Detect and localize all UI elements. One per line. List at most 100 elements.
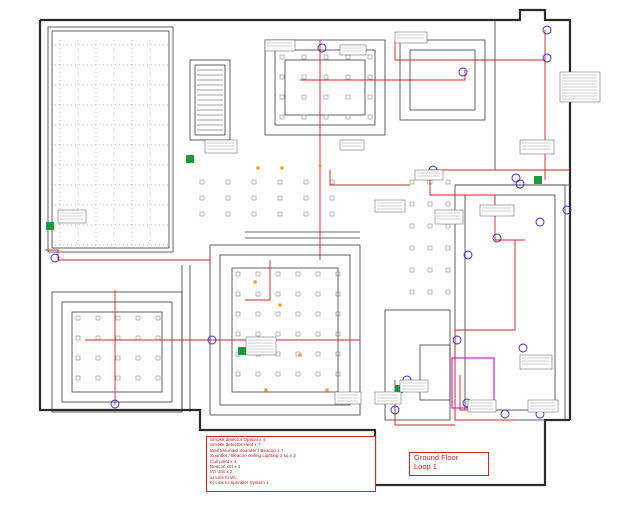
ceiling-fixture (301, 54, 307, 60)
ceiling-fixture (367, 74, 373, 80)
wiring-point-icon (452, 335, 462, 345)
annotation-tag (519, 139, 555, 155)
ceiling-fixture (135, 335, 141, 341)
device-legend: Smoke detector Optical x 4 Smoke detecto… (206, 436, 376, 492)
annotation-tag (479, 204, 515, 217)
ceiling-fixture (329, 195, 335, 201)
ceiling-fixture (295, 311, 301, 317)
ceiling-fixture (115, 335, 121, 341)
ceiling-fixture (135, 375, 141, 381)
ceiling-fixture (235, 311, 241, 317)
ceiling-fixture (427, 245, 433, 251)
ceiling-fixture (235, 291, 241, 297)
heat-detector-icon (256, 166, 260, 170)
control-panel-icon (395, 385, 403, 393)
ceiling-fixture (315, 351, 321, 357)
ceiling-fixture (95, 335, 101, 341)
ceiling-fixture (329, 179, 335, 185)
ceiling-fixture (75, 375, 81, 381)
wiring-point-icon (390, 405, 400, 415)
annotation-tag (339, 44, 367, 56)
annotation-tag (339, 139, 365, 151)
heat-detector-icon (318, 164, 322, 168)
wiring-run (394, 30, 546, 61)
ceiling-fixture (409, 223, 415, 229)
ceiling-fixture (427, 267, 433, 273)
heat-detector-icon (278, 303, 282, 307)
interior-walls (47, 20, 570, 421)
ceiling-fixture (315, 271, 321, 277)
ceiling-fixture (445, 245, 451, 251)
annotation-tag (204, 139, 238, 154)
ceiling-fixture (445, 289, 451, 295)
control-panel-icon (186, 155, 194, 163)
annotation-tag (414, 169, 444, 181)
ceiling-fixture (367, 54, 373, 60)
ceiling-fixture (255, 271, 261, 277)
annotation-tag (394, 31, 428, 44)
wiring-run (45, 249, 59, 260)
ceiling-fixture (155, 355, 161, 361)
ceiling-fixture (323, 94, 329, 100)
wiring-point-icon (317, 43, 327, 53)
ceiling-fixture (409, 179, 415, 185)
ceiling-fixture (199, 211, 205, 217)
ceiling-fixture (335, 371, 341, 377)
ceiling-fixture (315, 331, 321, 337)
ceiling-fixture (115, 375, 121, 381)
ceiling-fixture (409, 267, 415, 273)
wiring-point-icon (535, 217, 545, 227)
ceiling-fixture (277, 211, 283, 217)
ceiling-fixture (95, 315, 101, 321)
ceiling-fixture (75, 355, 81, 361)
ceiling-fixture (235, 271, 241, 277)
ceiling-fixture (335, 311, 341, 317)
ceiling-fixture (251, 211, 257, 217)
ceiling-fixture (445, 201, 451, 207)
floor-title: Ground Floor (414, 453, 459, 462)
ceiling-fixture (445, 179, 451, 185)
heat-detector-icon (253, 280, 257, 284)
ceiling-fixture (235, 331, 241, 337)
ceiling-fixture (335, 331, 341, 337)
control-panel-icon (238, 347, 246, 355)
ceiling-fixture (295, 331, 301, 337)
wiring-point-icon (542, 25, 552, 35)
outer-walls (38, 8, 572, 487)
legend-line: b) Link to Sprinkler System 1 (210, 480, 269, 486)
ceiling-fixture (135, 315, 141, 321)
heat-detector-icon (325, 388, 329, 392)
ceiling-fixture (315, 291, 321, 297)
ceiling-fixture (345, 54, 351, 60)
ceiling-fixture (75, 315, 81, 321)
wiring-run (455, 240, 516, 331)
ceiling-fixture (255, 371, 261, 377)
ceiling-fixture (275, 371, 281, 377)
wiring-run (454, 330, 515, 421)
wiring-run (329, 170, 410, 186)
wiring-point-icon (500, 409, 510, 419)
wiring-point-icon (492, 233, 502, 243)
wiring-point-icon (110, 399, 120, 409)
ceiling-fixture (303, 211, 309, 217)
ceiling-fixture (345, 114, 351, 120)
legend-line: Smoke detector Optical x 4 (210, 437, 266, 442)
ceiling-fixture (323, 54, 329, 60)
annotation-tag (57, 209, 87, 224)
loop-title: Loop 1 (414, 462, 437, 471)
ceiling-fixture (329, 211, 335, 217)
ceiling-fixture (303, 179, 309, 185)
ceiling-fixture (275, 271, 281, 277)
ceiling-fixture (301, 74, 307, 80)
control-panel-icon (46, 222, 54, 230)
legend-line: Call point x 4 (210, 458, 237, 464)
ceiling-fixture (315, 311, 321, 317)
heat-detector-icon (280, 166, 284, 170)
annotation-tag (434, 209, 464, 225)
ceiling-fixture (251, 195, 257, 201)
ceiling-fixture (275, 291, 281, 297)
ceiling-fixture (409, 245, 415, 251)
legend-line: Smoke detector Heat x 7 (210, 442, 261, 448)
ceiling-fixture (277, 179, 283, 185)
legend-line: Sounder / Beacon ceiling Lighting 1 sq x… (210, 453, 296, 459)
